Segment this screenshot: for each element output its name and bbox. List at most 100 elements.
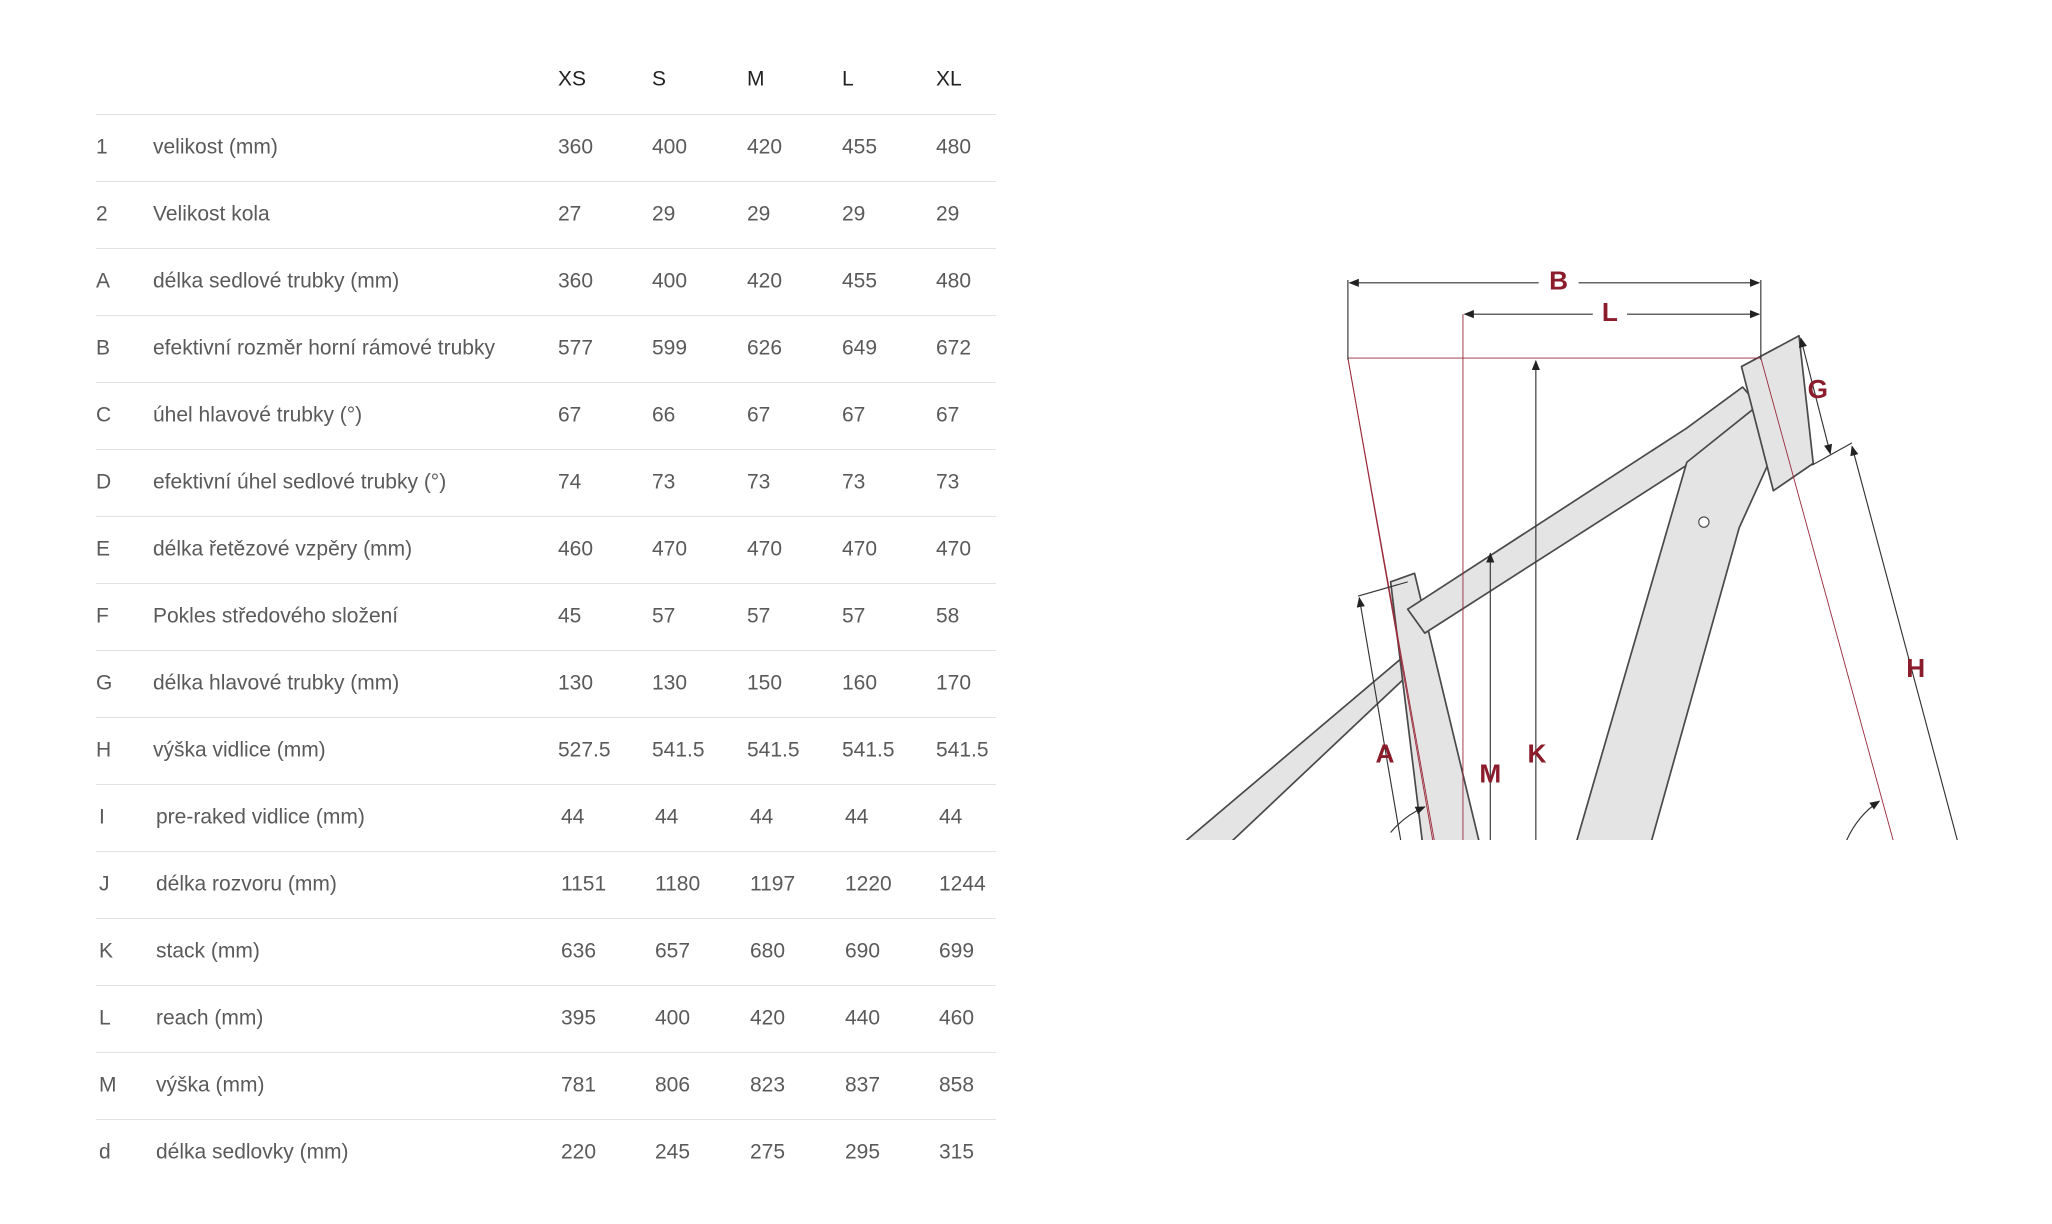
row-value: 245 [655,1140,691,1164]
row-divider [96,449,996,450]
row-label: délka hlavové trubky (mm) [153,671,400,695]
bike-geometry-diagram: B L G H K M A D C E F I J [1185,266,1985,840]
row-value: 626 [747,336,783,360]
row-value: 44 [750,805,774,829]
label-k: K [1528,739,1547,769]
row-label: délka řetězové vzpěry (mm) [153,537,413,561]
row-value: 541.5 [747,738,800,762]
row-value: 823 [750,1073,786,1097]
row-key: K [99,939,114,963]
row-value: 295 [845,1140,881,1164]
row-value: 690 [845,939,881,963]
row-value: 440 [845,1006,881,1030]
row-value: 420 [747,269,783,293]
row-value: 58 [936,604,960,628]
row-value: 73 [936,470,960,494]
row-value: 455 [842,135,878,159]
row-label: délka sedlové trubky (mm) [153,269,400,293]
label-c: C [1825,838,1844,840]
reference-lines [1347,314,1894,840]
row-key: M [99,1073,117,1097]
column-header-s: S [652,67,667,91]
row-value: 400 [655,1006,691,1030]
row-value: 74 [558,470,582,494]
row-value: 636 [561,939,597,963]
row-value: 29 [936,202,960,226]
row-value: 541.5 [936,738,989,762]
row-divider [96,918,996,919]
row-key: H [96,738,112,762]
row-label: Velikost kola [153,202,270,226]
row-value: 67 [747,403,771,427]
row-value: 672 [936,336,972,360]
column-header-xl: XL [936,67,962,91]
row-value: 420 [750,1006,786,1030]
row-value: 460 [939,1006,975,1030]
column-header-m: M [747,67,765,91]
row-value: 73 [747,470,771,494]
row-value: 29 [747,202,771,226]
dimension-lines [1347,278,1985,840]
row-value: 1244 [939,872,986,896]
label-m: M [1479,758,1501,788]
row-value: 460 [558,537,594,561]
row-value: 680 [750,939,786,963]
row-value: 220 [561,1140,597,1164]
frame-hole [1698,516,1710,528]
row-divider [96,851,996,852]
row-value: 360 [558,135,594,159]
row-value: 29 [842,202,866,226]
row-value: 44 [561,805,585,829]
row-value: 57 [747,604,771,628]
row-value: 360 [558,269,594,293]
row-key: d [99,1140,111,1164]
row-value: 527.5 [558,738,611,762]
column-header-l: L [842,67,854,91]
row-divider [96,985,996,986]
row-label: efektivní rozměr horní rámové trubky [153,336,495,360]
row-value: 470 [652,537,688,561]
row-value: 470 [842,537,878,561]
row-key: D [96,470,112,494]
row-value: 44 [655,805,679,829]
row-label: Pokles středového složení [153,604,399,628]
row-value: 67 [936,403,960,427]
row-value: 73 [842,470,866,494]
row-label: úhel hlavové trubky (°) [153,403,363,427]
row-value: 66 [652,403,676,427]
row-value: 657 [655,939,691,963]
row-value: 858 [939,1073,975,1097]
dimension-labels: B L G H K M A D C E F I J [1375,266,1925,840]
row-divider [96,114,996,115]
row-value: 455 [842,269,878,293]
row-value: 150 [747,671,783,695]
row-key: C [96,403,112,427]
row-value: 837 [845,1073,881,1097]
row-key: G [96,671,113,695]
label-a: A [1375,739,1394,769]
row-key: L [99,1006,111,1030]
row-value: 130 [652,671,688,695]
row-value: 170 [936,671,972,695]
row-value: 649 [842,336,878,360]
row-value: 275 [750,1140,786,1164]
row-value: 160 [842,671,878,695]
row-value: 470 [936,537,972,561]
row-key: J [99,872,110,896]
row-key: E [96,537,111,561]
row-value: 44 [939,805,963,829]
row-divider [96,784,996,785]
row-value: 541.5 [842,738,895,762]
row-label: reach (mm) [156,1006,264,1030]
row-value: 1220 [845,872,892,896]
label-l: L [1602,297,1618,327]
row-label: délka rozvoru (mm) [156,872,337,896]
row-divider [96,248,996,249]
row-key: F [96,604,109,628]
row-key: B [96,336,111,360]
row-value: 67 [558,403,582,427]
label-g: G [1808,374,1828,404]
row-value: 315 [939,1140,975,1164]
row-value: 541.5 [652,738,705,762]
row-label: pre-raked vidlice (mm) [156,805,365,829]
